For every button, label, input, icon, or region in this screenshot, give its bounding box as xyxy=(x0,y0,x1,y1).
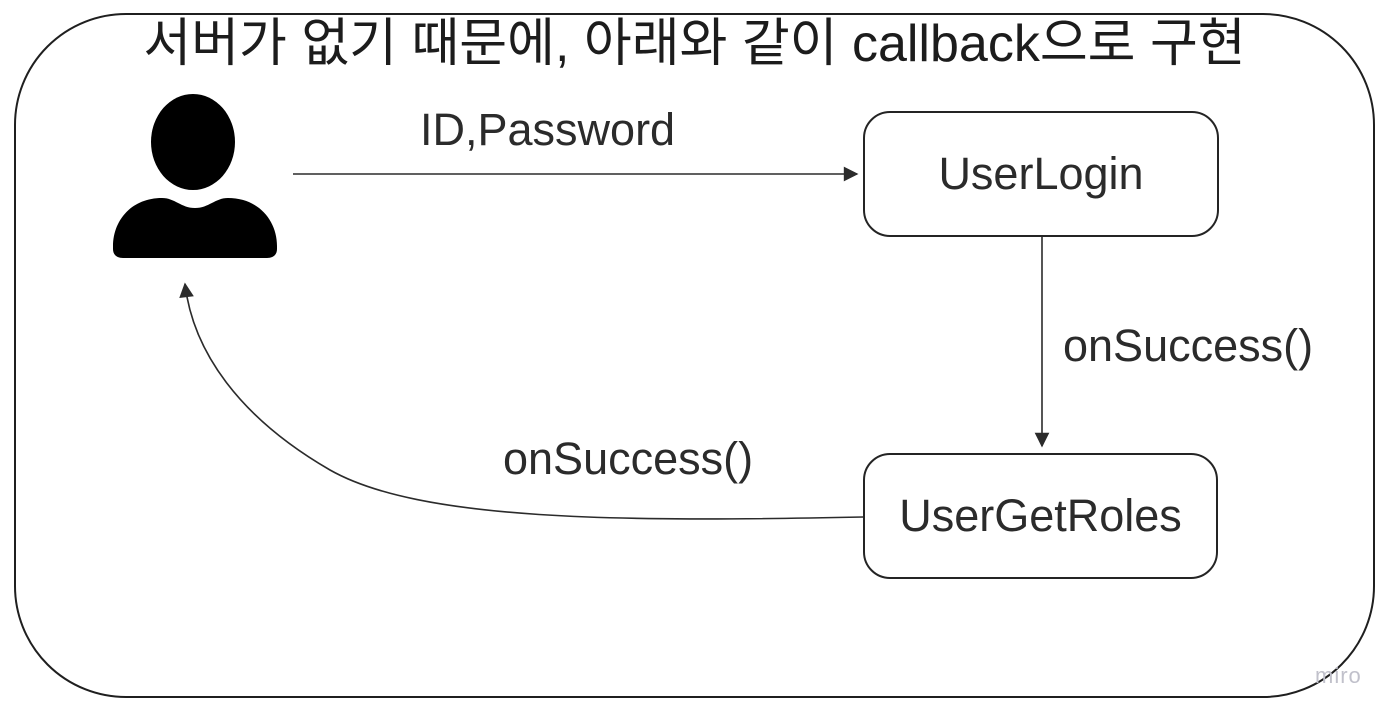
node-usergetroles-label: UserGetRoles xyxy=(899,490,1182,541)
diagram-title[interactable]: 서버가 없기 때문에, 아래와 같이 callback으로 구현 xyxy=(143,15,1246,73)
miro-watermark[interactable]: miro xyxy=(1315,663,1362,688)
outer-frame-shape[interactable] xyxy=(14,13,1375,698)
node-usergetroles[interactable]: UserGetRoles xyxy=(863,453,1218,579)
edge-label-onsuccess-getroles[interactable]: onSuccess() xyxy=(503,433,754,484)
edge-label-id-password[interactable]: ID,Password xyxy=(420,104,676,155)
node-userlogin-label: UserLogin xyxy=(938,148,1144,199)
connector-usergetroles-to-user[interactable] xyxy=(179,282,864,520)
node-userlogin[interactable]: UserLogin xyxy=(863,111,1219,237)
edge-label-onsuccess-login[interactable]: onSuccess() xyxy=(1063,320,1314,371)
person-icon[interactable] xyxy=(113,94,277,258)
